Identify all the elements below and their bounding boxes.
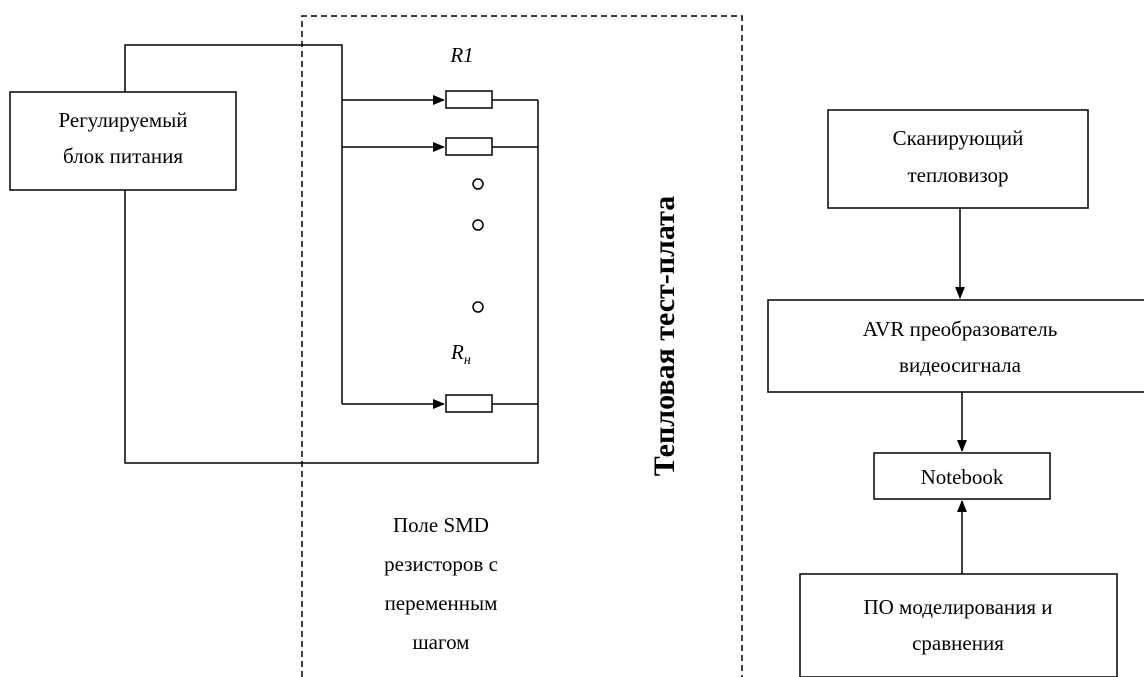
ellipsis-dot-3 — [472, 301, 484, 313]
ellipsis-dot-2 — [472, 219, 484, 231]
smd-field-line3: переменным — [385, 591, 498, 615]
test-board-label: Тепловая тест-плата — [648, 196, 681, 476]
scanner-label-line2: тепловизор — [907, 163, 1008, 187]
resistor-r1-label: R1 — [449, 43, 473, 67]
power-supply-label-line1: Регулируемый — [58, 108, 187, 132]
converter-label-line2: видеосигнала — [899, 353, 1022, 377]
scanner-box — [827, 109, 1089, 209]
resistor-r1 — [445, 90, 493, 109]
software-box — [799, 573, 1118, 677]
converter-label-line1: AVR преобразователь — [863, 317, 1058, 341]
software-label-line1: ПО моделирования и — [863, 595, 1052, 619]
power-supply-box — [9, 91, 237, 191]
converter-box — [767, 299, 1144, 393]
notebook-box — [873, 452, 1051, 500]
scanner-label-line1: Сканирующий — [893, 126, 1024, 150]
smd-field-line2: резисторов с — [384, 552, 498, 576]
software-label-line2: сравнения — [912, 631, 1004, 655]
smd-field-line1: Поле SMD — [393, 513, 489, 537]
resistor-rn-label: Rн — [450, 340, 471, 368]
notebook-label: Notebook — [921, 465, 1004, 489]
ellipsis-dot-1 — [472, 178, 484, 190]
test-board-frame — [301, 15, 743, 677]
circuit-wires — [124, 44, 539, 464]
resistor-r2 — [445, 137, 493, 156]
resistor-rn-label-base: R — [450, 340, 464, 364]
smd-field-line4: шагом — [413, 630, 470, 654]
power-supply-label-line2: блок питания — [63, 144, 183, 168]
resistor-rn — [445, 394, 493, 413]
resistor-rn-label-sub: н — [464, 353, 471, 368]
